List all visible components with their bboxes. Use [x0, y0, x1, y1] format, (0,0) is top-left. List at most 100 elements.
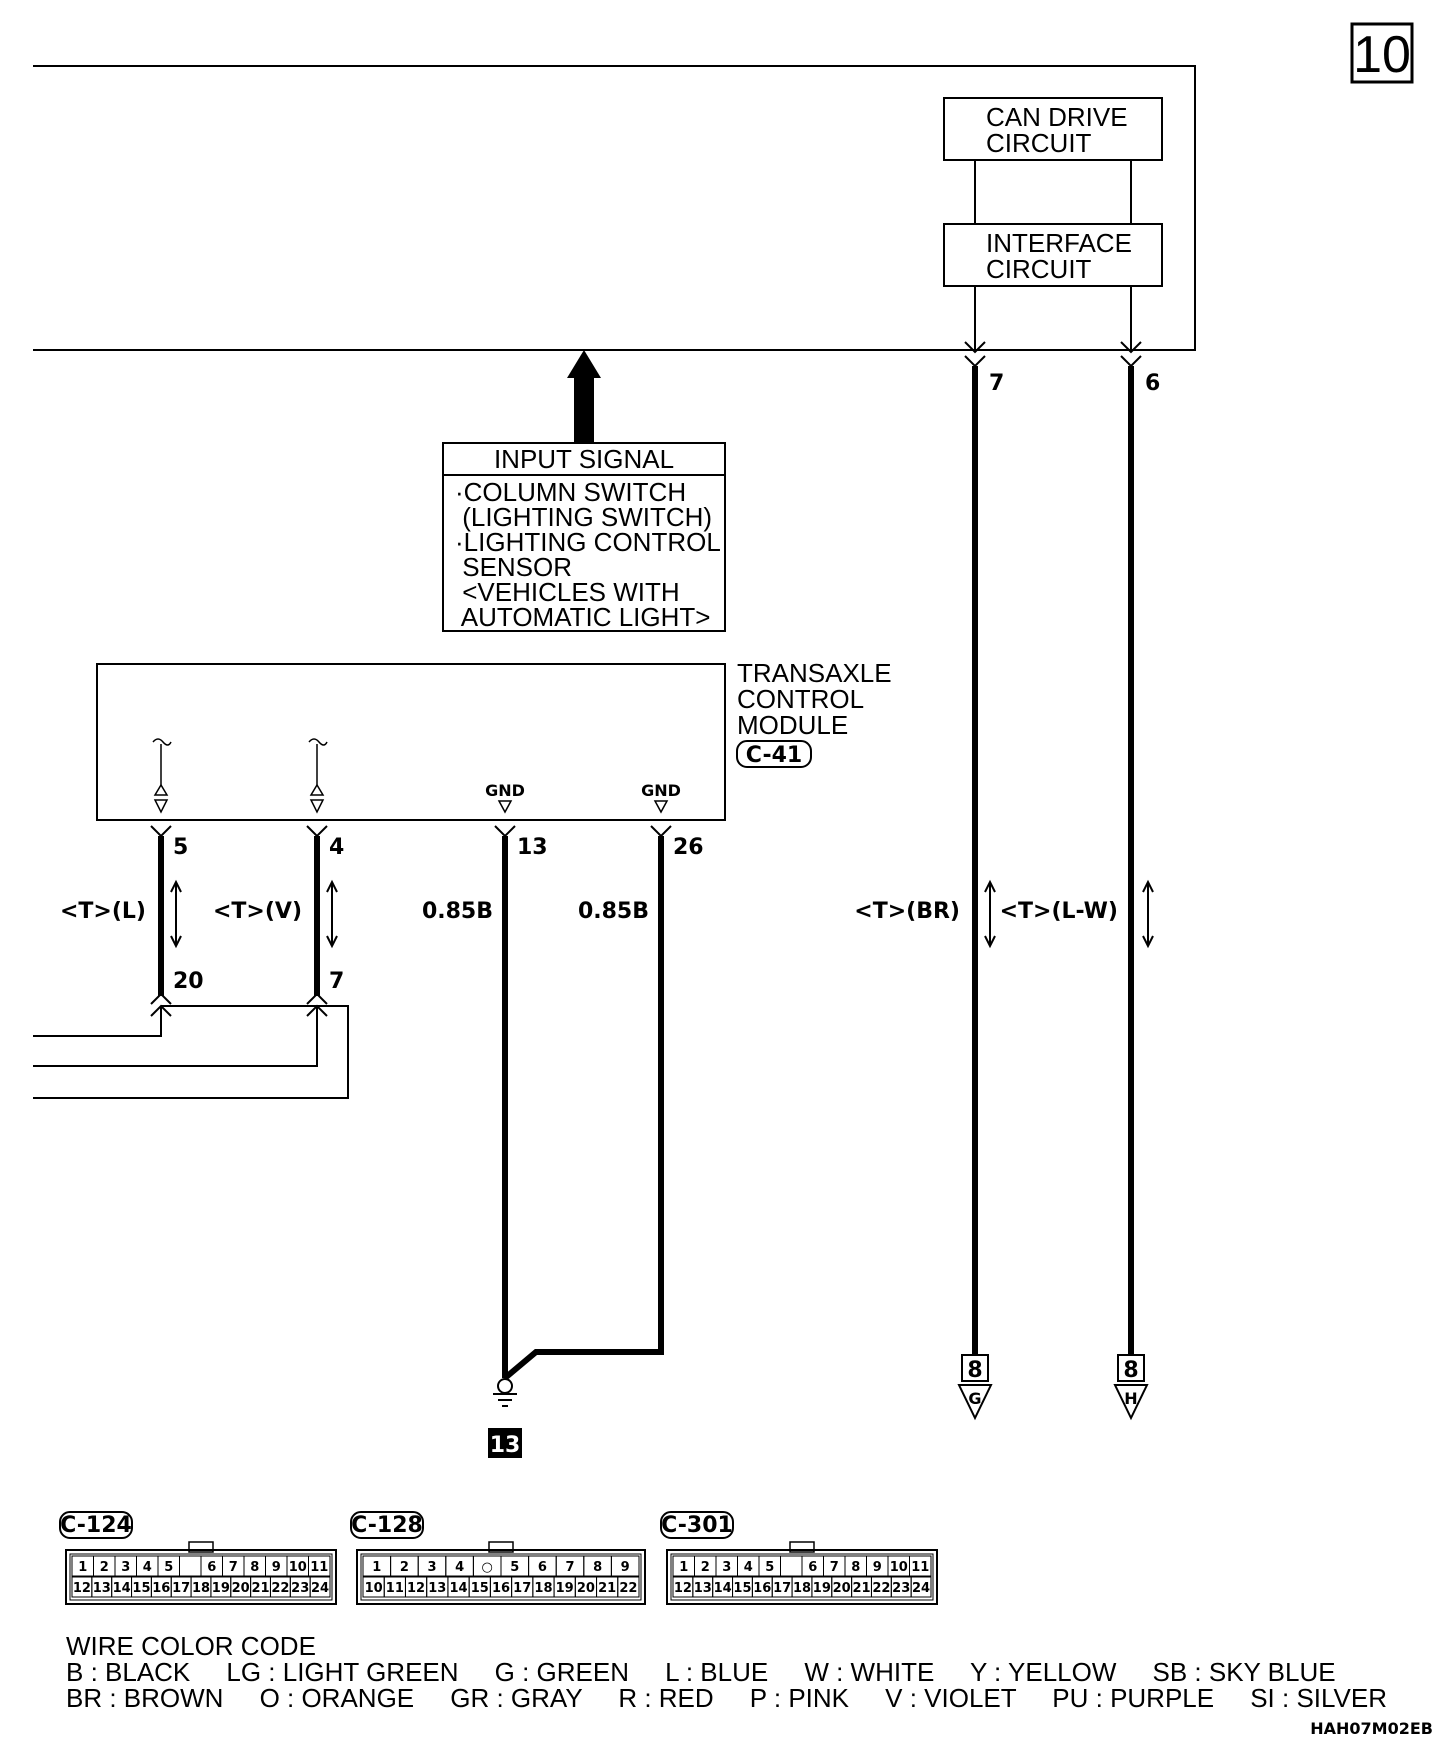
tcm-gnd-13: GND — [485, 781, 525, 814]
tcm-name-line-3: MODULE — [737, 710, 848, 740]
connector-pin: 15 — [132, 1581, 150, 1596]
connector-pin: 23 — [291, 1581, 309, 1596]
connector-pin: 14 — [714, 1581, 732, 1596]
connector-pin: 21 — [251, 1581, 269, 1596]
can-high-bidirectional-arrow — [984, 879, 996, 949]
can-drive-line-1: CAN DRIVE — [986, 102, 1128, 132]
tcm-wire-4-bidirectional-arrow — [326, 879, 338, 949]
input-signal-title: INPUT SIGNAL — [494, 444, 674, 474]
connector-pin: 9 — [272, 1560, 281, 1575]
connector-name: C-128 — [351, 1513, 423, 1538]
connector-pin: 12 — [73, 1581, 91, 1596]
tcm-pin-4: 4 — [306, 825, 344, 860]
connector-pin: 5 — [765, 1560, 774, 1575]
input-signal-line-6: AUTOMATIC LIGHT> — [455, 602, 710, 632]
connector-pin: 17 — [773, 1581, 791, 1596]
page-number-box — [1350, 22, 1414, 84]
connector-pin: 2 — [400, 1560, 409, 1575]
tcm-internal-signal-4 — [308, 738, 328, 814]
connector-pin: 21 — [598, 1581, 616, 1596]
connector-pin: 14 — [449, 1581, 467, 1596]
connector-pin: 19 — [813, 1581, 831, 1596]
connector-pin: 10 — [289, 1560, 307, 1575]
connector-pin: 16 — [753, 1581, 771, 1596]
tcm-pin-13: 13 — [494, 825, 548, 860]
connector-pin: 20 — [833, 1581, 851, 1596]
svg-text:G: G — [968, 1389, 981, 1408]
interface-line-2: CIRCUIT — [986, 254, 1092, 284]
connector-pin: 3 — [427, 1560, 436, 1575]
connector-pin: 23 — [892, 1581, 910, 1596]
can-low-bidirectional-arrow — [1142, 879, 1154, 949]
svg-text:GND: GND — [641, 781, 681, 800]
connector-pin: 8 — [250, 1560, 259, 1575]
wire-color-code-title: WIRE COLOR CODE — [66, 1631, 316, 1661]
input-signal-line-4: SENSOR — [455, 552, 572, 582]
connector-pin: 5 — [510, 1560, 519, 1575]
connector-pin: 18 — [793, 1581, 811, 1596]
connector-pin: 20 — [577, 1581, 595, 1596]
connector-pin: 24 — [912, 1581, 930, 1596]
connector-pin: 18 — [534, 1581, 552, 1596]
interface-line-1: INTERFACE — [986, 228, 1132, 258]
connector-pin: 2 — [701, 1560, 710, 1575]
svg-text:GND: GND — [485, 781, 525, 800]
connector-pin: 20 — [232, 1581, 250, 1596]
wire-color-code-row-1: B : BLACK LG : LIGHT GREEN G : GREEN L :… — [66, 1657, 1336, 1687]
input-signal-line-3: ·LIGHTING CONTROL — [455, 527, 721, 557]
connector-pin: 11 — [911, 1560, 929, 1575]
input-signal-line-2: (LIGHTING SWITCH) — [455, 502, 712, 532]
tcm-wire-5-bidirectional-arrow — [170, 879, 182, 949]
tcm-gnd-26: GND — [641, 781, 681, 814]
connector-pin: 19 — [556, 1581, 574, 1596]
ground-reference-label: 13 — [490, 1433, 521, 1458]
can-low-wire-label: <T>(L-W) — [1000, 899, 1118, 924]
tcm-connector-badge — [736, 740, 812, 768]
harness-line-shield — [33, 1005, 349, 1099]
tcm-internal-signal-5 — [152, 738, 172, 814]
svg-text:8: 8 — [1123, 1358, 1138, 1383]
connector-pin: 12 — [674, 1581, 692, 1596]
connector-name: C-124 — [60, 1513, 132, 1538]
svg-text:20: 20 — [173, 969, 204, 994]
tcm-wire-5-label: <T>(L) — [60, 899, 146, 924]
connector-pin: 14 — [113, 1581, 131, 1596]
connector-pin: 13 — [694, 1581, 712, 1596]
connector-pin: 15 — [733, 1581, 751, 1596]
connector-pin: 22 — [872, 1581, 890, 1596]
tcm-name-line-1: TRANSAXLE — [737, 658, 892, 688]
page-number: 10 — [1353, 26, 1411, 84]
input-signal-line-5: <VEHICLES WITH — [455, 577, 680, 607]
connector-pin: 21 — [852, 1581, 870, 1596]
control-unit-outline — [33, 65, 1196, 351]
connector-pin: 17 — [513, 1581, 531, 1596]
tcm-pin-26: 26 — [650, 825, 704, 860]
connector-pin: 19 — [212, 1581, 230, 1596]
connector-pin: 7 — [565, 1560, 574, 1575]
connector-pin: 15 — [471, 1581, 489, 1596]
connector-pin: 2 — [100, 1560, 109, 1575]
connector-pin: 24 — [311, 1581, 329, 1596]
connector-pin: 22 — [619, 1581, 637, 1596]
connector-pin: ○ — [482, 1560, 493, 1575]
svg-text:8: 8 — [967, 1358, 982, 1383]
connector-pin: 4 — [455, 1560, 464, 1575]
tcm-wire-4-label: <T>(V) — [213, 899, 302, 924]
connector-pin: 4 — [744, 1560, 753, 1575]
can-drive-circuit-box — [943, 97, 1163, 161]
tcm-wire-13-label: 0.85B — [422, 899, 493, 924]
connector-pin: 7 — [229, 1560, 238, 1575]
connector-pin: 10 — [365, 1581, 383, 1596]
wire-color-code-row-2: BR : BROWN O : ORANGE GR : GRAY R : RED … — [66, 1683, 1387, 1713]
connector-pin: 22 — [271, 1581, 289, 1596]
connector-pin: 17 — [172, 1581, 190, 1596]
harness-line-20 — [33, 1006, 162, 1037]
svg-text:7: 7 — [329, 969, 344, 994]
offpage-connector-g: 8 G — [957, 1354, 993, 1421]
svg-text:6: 6 — [1145, 371, 1160, 396]
connector-pin: 4 — [143, 1560, 152, 1575]
connector-pin: 3 — [722, 1560, 731, 1575]
